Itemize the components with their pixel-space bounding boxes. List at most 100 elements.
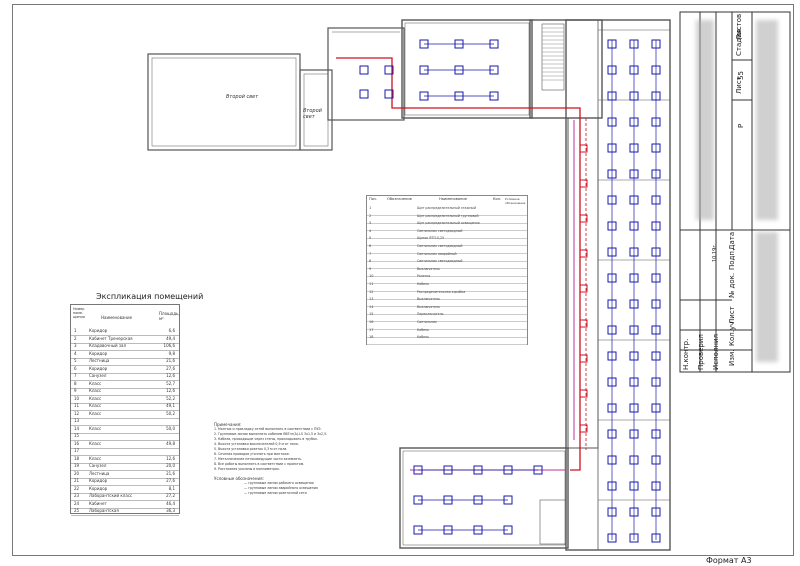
explication-row-area: 106,6 <box>163 343 175 348</box>
explication-header-area: Площадь, м² <box>159 311 180 321</box>
notes-legend-title: Условные обозначения: <box>214 476 264 481</box>
explication-row-area: 49,4 <box>166 335 175 341</box>
legend-row-name: Кабель <box>417 282 430 286</box>
legend-row-name: Выключатель <box>417 304 440 309</box>
explication-row-name: Класс <box>89 425 102 431</box>
format-label: Формат А3 <box>706 556 752 565</box>
note-legend-line: — групповые линии рабочего освещения <box>244 481 314 485</box>
tb-sheets-value: 55 <box>737 71 745 80</box>
explication-row-name: Кабинет <box>89 500 107 506</box>
note-line: 1. Монтаж и прокладку сетей выполнять в … <box>214 427 322 431</box>
explication-row-num: 16 <box>74 440 80 446</box>
tb-stage-value: Р <box>737 123 745 128</box>
tb-sheets: Листов <box>735 13 743 40</box>
explication-row-name: Санузел <box>89 463 107 468</box>
legend-row-num: 3 <box>369 221 372 226</box>
notes-block: Примечания: 1. Монтаж и прокладку сетей … <box>214 422 374 496</box>
light-fixture <box>359 89 369 99</box>
legend-row-num: 15 <box>369 312 374 317</box>
blue-fixtures <box>359 39 661 543</box>
explication-row: 16 Класс 49,8 <box>71 440 179 449</box>
legend-row-name: Щит распределительный групповой <box>417 213 479 218</box>
light-fixture <box>359 65 369 75</box>
note-legend-line: — групповые линии аварийного освещения <box>244 486 318 490</box>
notes-title: Примечания: <box>214 422 242 427</box>
explication-row-area: 12,6 <box>166 455 175 461</box>
legend-header-symbol: Условное обозначение <box>505 197 526 205</box>
legend-row-name: Розетка <box>417 274 431 279</box>
explication-row-name: Коридор <box>89 478 108 483</box>
explication-row: 13 <box>71 417 179 426</box>
explication-row-num: 12 <box>74 410 80 416</box>
explication-row-name: Кабинет Тренерская <box>89 335 133 341</box>
explication-row-num: 15 <box>74 433 80 438</box>
stair-top <box>542 27 564 81</box>
legend-row-name: Распределительная коробка <box>417 289 466 294</box>
explication-header-name: Наименование <box>101 315 133 320</box>
explication-row: 17 <box>71 447 179 456</box>
legend-header-designation: Обозначение <box>387 197 412 201</box>
legend-row-num: 1 <box>369 206 372 210</box>
redacted-text <box>696 20 714 220</box>
explication-row-num: 24 <box>74 500 80 506</box>
note-line: 4. Высота установки выключателей 0,9 м о… <box>214 442 299 446</box>
explication-row-area: 20,0 <box>166 463 175 468</box>
legend-row: 16 Светильник <box>367 320 527 330</box>
explication-row-num: 5 <box>74 358 77 363</box>
explication-row-num: 23 <box>74 493 80 498</box>
explication-row-num: 13 <box>74 418 80 423</box>
tb-norm: Н.контр. <box>682 338 690 370</box>
legend-header-name: Наименование <box>439 197 467 201</box>
legend-row-num: 12 <box>369 289 374 294</box>
note-line: 5. Высота установки розеток 0,3 м от пол… <box>214 447 288 451</box>
legend-row-num: 13 <box>369 297 374 302</box>
explication-row-area: 49,1 <box>166 403 175 408</box>
explication-row-num: 9 <box>74 388 77 393</box>
explication-row-name: Класс <box>89 440 102 446</box>
legend-row-name: Кабель <box>417 327 430 332</box>
legend-row-name: Кабель <box>417 335 430 340</box>
explication-row-name: Класс <box>89 403 102 408</box>
legend-row-num: 2 <box>369 213 372 218</box>
explication-row-area: 49,8 <box>166 440 175 446</box>
note-line: 8. Все работы выполнять в соответствии с… <box>214 462 305 466</box>
explication-row-num: 3 <box>74 343 77 348</box>
explication-row-name: Коридор <box>89 350 108 356</box>
explication-header-num: Номер поме- щения <box>73 307 85 319</box>
legend-row-name: Светильник <box>417 320 437 324</box>
note-line: 9. Расстояния указаны в миллиметрах. <box>214 467 280 471</box>
explication-row-name: Коридор <box>89 328 108 333</box>
tb-sign: Подп. <box>728 248 736 270</box>
explication-row-name: Лаборантская <box>89 508 119 513</box>
tb-kol: Кол.уч <box>728 321 736 346</box>
explication-row-num: 7 <box>74 373 77 378</box>
explication-row-num: 2 <box>74 335 77 341</box>
explication-row-name: Санузел <box>89 373 107 378</box>
explication-row-name: Класс <box>89 410 102 416</box>
explication-row-area: 50,0 <box>166 425 175 431</box>
legend-row-name: Светильник светодиодный <box>417 244 463 248</box>
explication-row-name: Лестница <box>89 358 110 363</box>
legend-row-num: 16 <box>369 320 374 324</box>
explication-row-num: 10 <box>74 395 80 401</box>
